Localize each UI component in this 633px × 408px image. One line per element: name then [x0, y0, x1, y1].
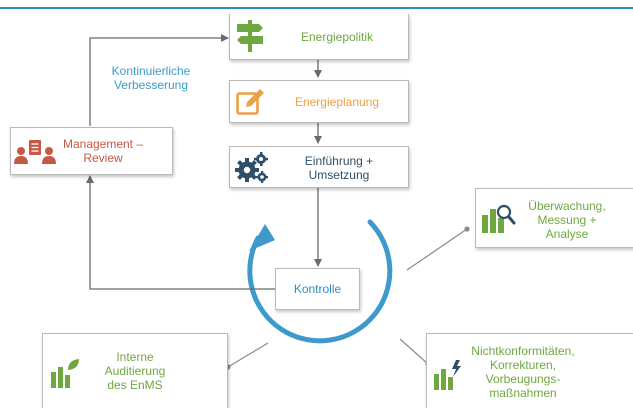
node-energieplanung[interactable]: Energieplanung	[229, 80, 409, 123]
gears-icon	[235, 152, 268, 183]
node-einfuehrung-label: Einführung + Umsetzung	[304, 154, 374, 182]
node-audit[interactable]: Interne Auditierung des EnMS	[42, 333, 228, 408]
node-ueberwachung[interactable]: Überwachung, Messung + Analyse	[475, 188, 633, 248]
chart-leaf-icon	[51, 359, 79, 388]
node-kontrolle-label: Kontrolle	[293, 282, 342, 296]
node-nichtkonform[interactable]: Nichtkonformitäten, Korrekturen, Vorbeug…	[426, 333, 633, 408]
node-management-label: Management – Review	[62, 137, 144, 165]
spoke-audit	[225, 342, 269, 370]
node-energieplanung-label: Energieplanung	[294, 95, 380, 109]
improvement-cycle	[247, 219, 393, 344]
spoke-nichtkonform	[399, 338, 431, 367]
node-kontrolle[interactable]: Kontrolle	[275, 268, 360, 310]
node-management[interactable]: Management – Review	[10, 127, 173, 175]
header-rule	[0, 7, 633, 9]
spoke-ueberwachung	[406, 226, 470, 271]
arrow-management-politik	[89, 34, 229, 126]
pencil-edit-icon	[236, 89, 264, 115]
node-audit-label: Interne Auditierung des EnMS	[104, 350, 166, 392]
chart-magnifier-icon	[482, 204, 516, 233]
annotation-kontinuierliche-verbesserung: Kontinuierliche Verbesserung	[111, 64, 191, 92]
node-ueberwachung-label: Überwachung, Messung + Analyse	[528, 199, 606, 241]
arrow-kontrolle-management	[86, 175, 275, 290]
node-einfuehrung[interactable]: Einführung + Umsetzung	[229, 146, 409, 188]
meeting-people-icon	[14, 140, 56, 164]
chart-lightning-icon	[434, 360, 461, 390]
node-energiepolitik-label: Energiepolitik	[300, 30, 374, 44]
signpost-icon	[237, 20, 263, 52]
node-energiepolitik[interactable]: Energiepolitik	[229, 14, 409, 60]
node-nichtkonform-label: Nichtkonformitäten, Korrekturen, Vorbeug…	[471, 344, 575, 400]
